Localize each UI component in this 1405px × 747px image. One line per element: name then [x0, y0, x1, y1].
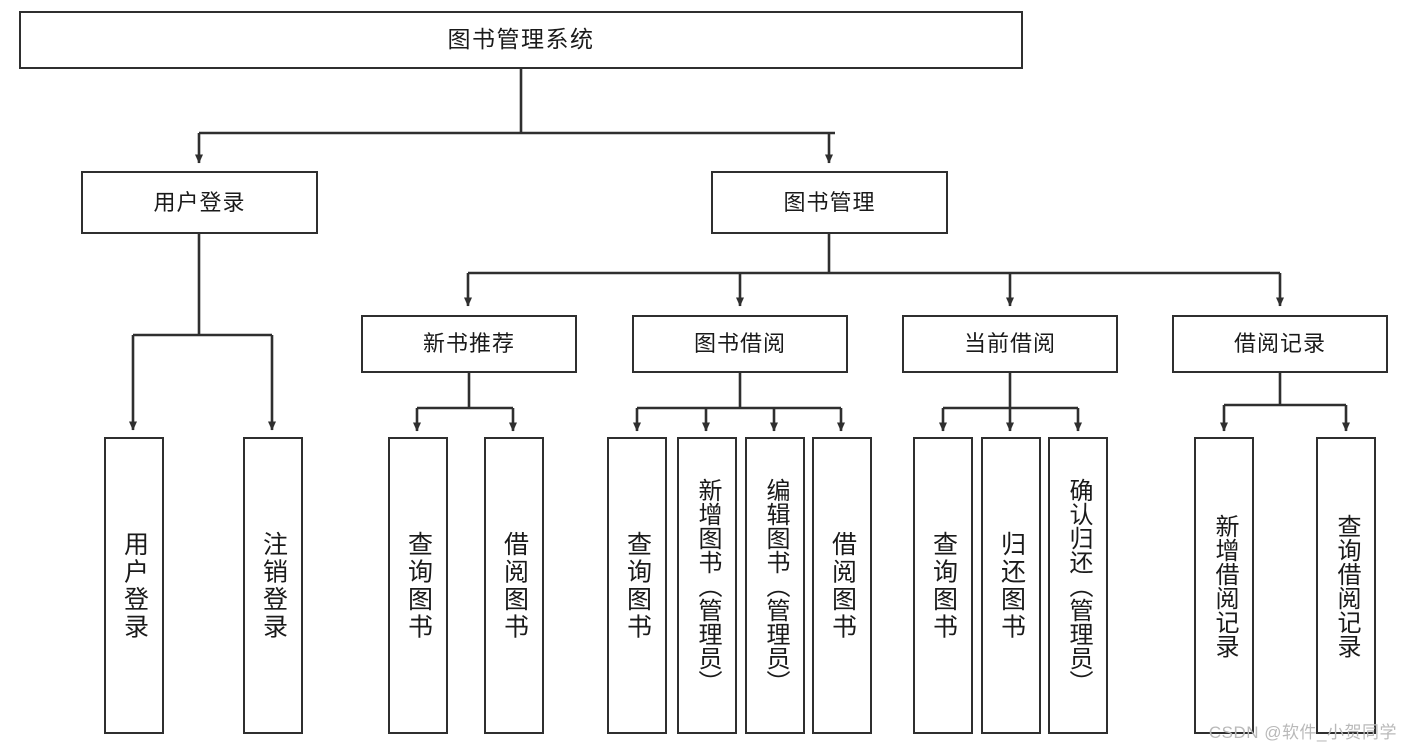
node-root-system[interactable]: 图书管理系统 — [19, 11, 1023, 69]
node-label: 新书推荐 — [422, 331, 515, 357]
node-label: 借阅记录 — [1233, 331, 1326, 357]
node-label: 查询图书 — [623, 530, 652, 641]
csdn-watermark: CSDN @软件_小贺同学 — [1208, 723, 1397, 742]
node-label: 确认归还（管理员） — [1065, 477, 1092, 694]
node-label: 新增图书（管理员） — [694, 477, 721, 694]
node-book-borrow[interactable]: 图书借阅 — [632, 315, 848, 373]
node-label: 用户登录 — [153, 189, 246, 215]
node-book-management[interactable]: 图书管理 — [711, 171, 948, 234]
leaf-borrow-book-newbook[interactable]: 借阅图书 — [484, 437, 544, 734]
leaf-query-book-borrow[interactable]: 查询图书 — [607, 437, 667, 734]
node-label: 新增借阅记录 — [1211, 513, 1238, 658]
node-new-book-recommend[interactable]: 新书推荐 — [361, 315, 577, 373]
node-current-borrow[interactable]: 当前借阅 — [902, 315, 1118, 373]
leaf-query-book-newbook[interactable]: 查询图书 — [388, 437, 448, 734]
node-user-login[interactable]: 用户登录 — [81, 171, 318, 234]
leaf-return-book[interactable]: 归还图书 — [981, 437, 1041, 734]
node-label: 查询图书 — [929, 530, 958, 641]
node-label: 查询图书 — [404, 530, 433, 641]
leaf-logout[interactable]: 注销登录 — [243, 437, 303, 734]
leaf-user-login[interactable]: 用户登录 — [104, 437, 164, 734]
leaf-add-book-admin[interactable]: 新增图书（管理员） — [677, 437, 737, 734]
leaf-borrow-book[interactable]: 借阅图书 — [812, 437, 872, 734]
node-label: 借阅图书 — [500, 530, 529, 641]
node-label: 图书管理 — [783, 189, 876, 215]
node-label: 当前借阅 — [963, 331, 1056, 357]
node-label: 图书借阅 — [693, 331, 786, 357]
leaf-add-borrow-record[interactable]: 新增借阅记录 — [1194, 437, 1254, 734]
leaf-edit-book-admin[interactable]: 编辑图书（管理员） — [745, 437, 805, 734]
node-label: 用户登录 — [120, 530, 149, 641]
node-label: 图书管理系统 — [447, 26, 595, 53]
node-label: 查询借阅记录 — [1333, 513, 1360, 658]
node-borrow-record[interactable]: 借阅记录 — [1172, 315, 1388, 373]
node-label: 编辑图书（管理员） — [762, 477, 789, 694]
leaf-confirm-return-admin[interactable]: 确认归还（管理员） — [1048, 437, 1108, 734]
leaf-query-borrow-record[interactable]: 查询借阅记录 — [1316, 437, 1376, 734]
leaf-query-book-current[interactable]: 查询图书 — [913, 437, 973, 734]
node-label: 借阅图书 — [828, 530, 857, 641]
node-label: 归还图书 — [997, 530, 1026, 641]
node-label: 注销登录 — [259, 530, 288, 641]
